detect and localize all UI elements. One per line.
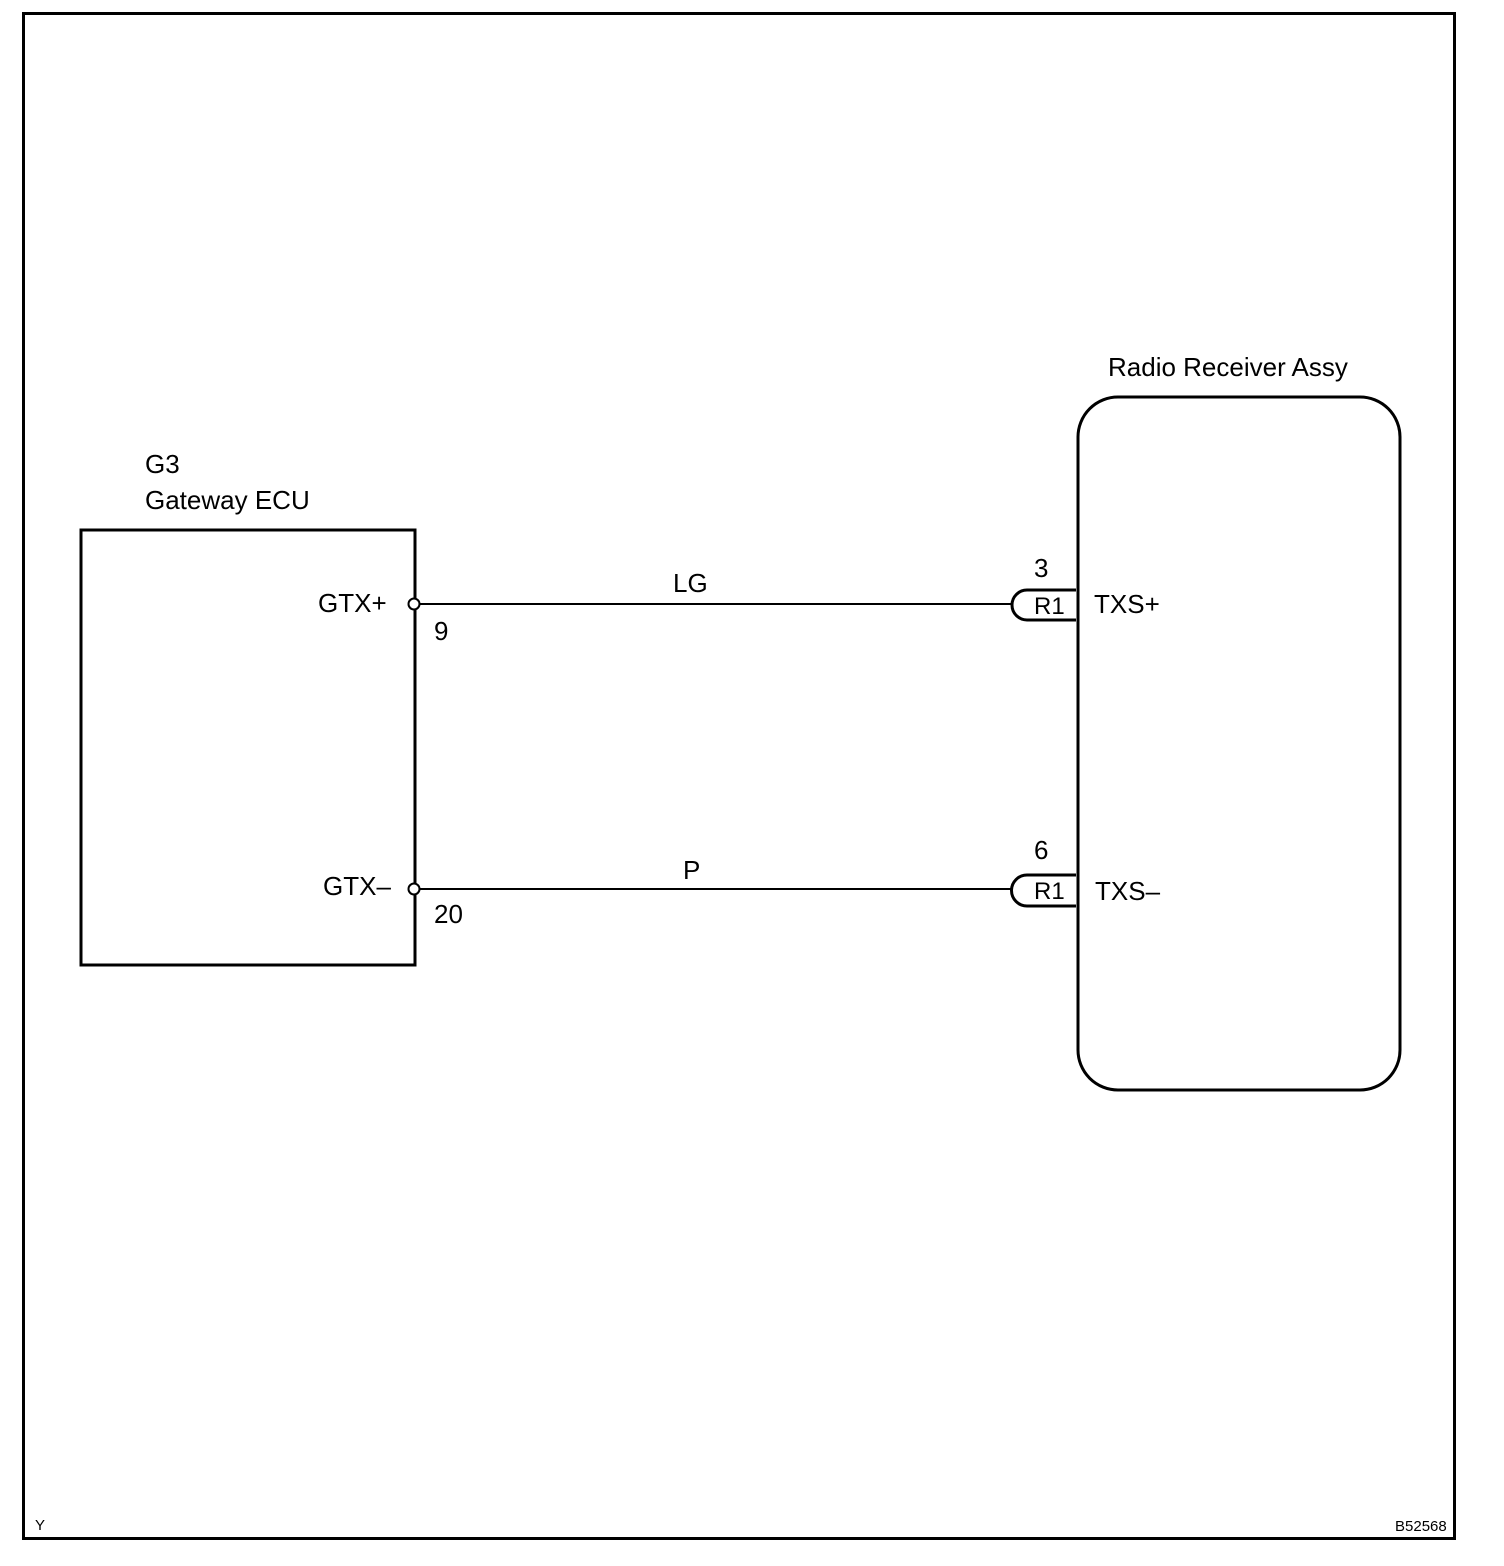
receiver-name: Radio Receiver Assy — [1108, 352, 1348, 382]
ecu-name: Gateway ECU — [145, 485, 310, 515]
terminal-gtx-plus — [407, 597, 421, 611]
receiver-pin-number: 6 — [1034, 835, 1049, 865]
ecu-terminal-label: GTX+ — [318, 588, 387, 618]
wire-color-label: LG — [673, 568, 708, 598]
ecu-terminal-label: GTX– — [323, 871, 391, 901]
ecu-pin-number: 9 — [434, 616, 449, 646]
connector-r1-pin6 — [1010, 873, 1076, 908]
receiver-terminal-label: TXS– — [1095, 876, 1161, 906]
ecu-pin-number: 20 — [434, 899, 463, 929]
receiver-pin-number: 3 — [1034, 553, 1049, 583]
connector-code: R1 — [1034, 878, 1065, 905]
gateway-ecu-box — [79, 528, 417, 967]
diagram-frame — [22, 12, 1456, 1540]
ecu-code: G3 — [145, 449, 180, 479]
figure-number: B52568 — [1395, 1518, 1447, 1535]
terminal-gtx-minus — [407, 882, 421, 896]
footer-left-code: Y — [35, 1517, 46, 1534]
radio-receiver-box — [1076, 395, 1402, 1092]
wire-color-label: P — [683, 855, 701, 885]
connector-code: R1 — [1034, 593, 1065, 620]
connector-r1-pin3 — [1010, 588, 1076, 622]
receiver-terminal-label: TXS+ — [1094, 589, 1160, 619]
